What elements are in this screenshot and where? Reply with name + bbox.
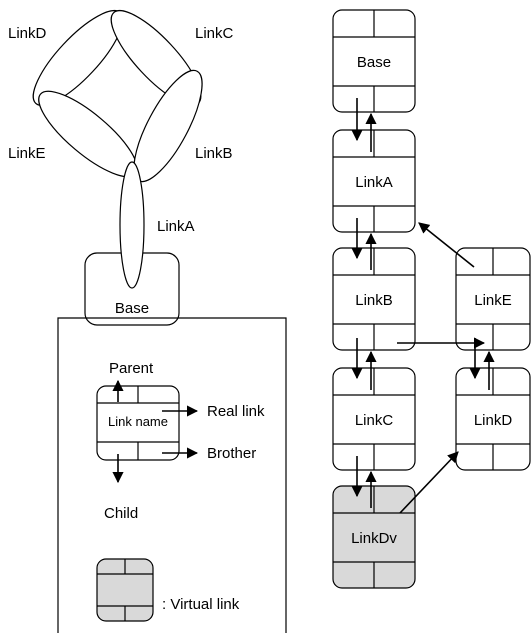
mechanism-labels: LinkD LinkC LinkE LinkB LinkA Base — [8, 25, 234, 317]
legend-virtual-link-label: : Virtual link — [162, 596, 240, 613]
tree-node-link-a — [332, 129, 416, 233]
legend-panel: Link name Parent Real link Brother Child… — [57, 317, 287, 633]
tree-label-base: Base — [357, 54, 391, 71]
label-link-b: LinkB — [195, 145, 233, 162]
tree-label-link-c: LinkC — [355, 412, 394, 429]
tree-node-base — [332, 9, 416, 113]
mechanism-sketch — [32, 10, 203, 326]
tree-node-link-d — [455, 367, 531, 471]
tree-label-link-b: LinkB — [355, 292, 393, 309]
tree-label-link-e: LinkE — [474, 292, 512, 309]
label-link-c: LinkC — [195, 25, 234, 42]
label-link-a: LinkA — [157, 218, 195, 235]
legend-node — [96, 385, 180, 461]
label-link-e: LinkE — [8, 145, 46, 162]
legend-frame — [57, 317, 287, 633]
legend-virtual-node — [96, 558, 154, 622]
legend-brother-label: Brother — [207, 445, 256, 462]
tree-arrows — [351, 98, 495, 514]
legend-parent-label: Parent — [109, 360, 154, 377]
arrow-link-dv-real — [399, 451, 459, 514]
label-link-d: LinkD — [8, 25, 47, 42]
tree-node-link-b — [332, 247, 416, 351]
tree-node-link-c — [332, 367, 416, 471]
arrow-link-e-real — [418, 222, 475, 268]
legend-real-link-label: Real link — [207, 403, 265, 420]
tree-node-labels: Base LinkA LinkB LinkC LinkDv LinkE Link… — [351, 54, 512, 547]
legend-node-name: Link name — [108, 414, 168, 429]
tree-nodes — [332, 9, 531, 589]
tree-node-link-dv — [332, 485, 416, 589]
tree-node-link-e — [455, 247, 531, 351]
link-a-shape — [119, 161, 145, 289]
tree-label-link-d: LinkD — [474, 412, 513, 429]
tree-label-link-dv: LinkDv — [351, 530, 397, 547]
legend-child-label: Child — [104, 505, 138, 522]
legend-arrows — [112, 379, 199, 484]
tree-label-link-a: LinkA — [355, 174, 393, 191]
label-base: Base — [115, 300, 149, 317]
